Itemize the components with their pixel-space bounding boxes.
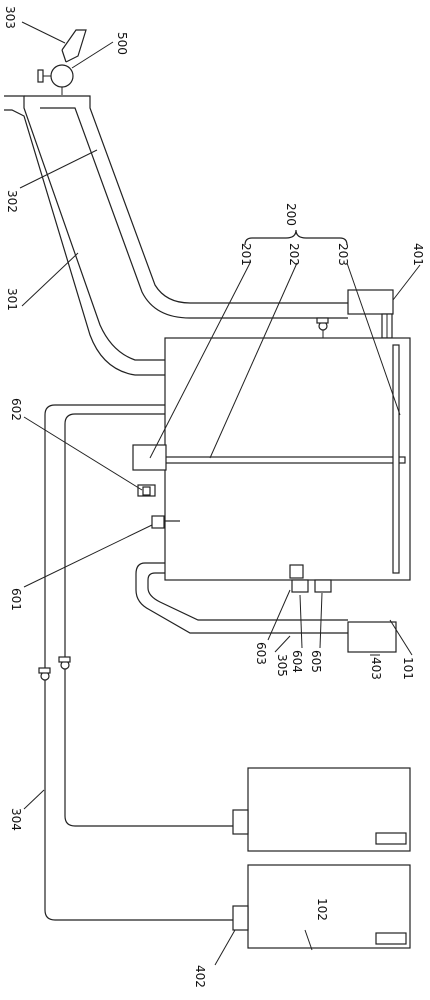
pipe-302: [24, 95, 348, 319]
sensors-bottom: [289, 564, 332, 593]
label-200: 200: [284, 203, 298, 226]
label-203: 203: [336, 243, 350, 266]
label-101: 101: [401, 657, 415, 680]
valve-500: [37, 64, 74, 95]
label-305: 305: [275, 654, 289, 677]
pump-401: [347, 289, 394, 340]
tank-upper: [232, 767, 411, 852]
label-401: 401: [411, 243, 425, 266]
label-605: 605: [309, 650, 323, 673]
pump-403: [347, 621, 397, 653]
label-303: 303: [3, 6, 17, 29]
label-603: 603: [254, 642, 268, 665]
label-301: 301: [5, 288, 19, 311]
label-500: 500: [115, 32, 129, 55]
valve-near-401: [316, 317, 329, 338]
label-403: 403: [369, 657, 383, 680]
funnel-303: [61, 29, 87, 63]
leader-lines: [19, 21, 421, 966]
label-602: 602: [9, 398, 23, 421]
label-302: 302: [5, 190, 19, 213]
label-201: 201: [239, 243, 253, 266]
pipe-304: [44, 404, 233, 921]
main-tank-101: [132, 337, 411, 581]
label-304: 304: [9, 808, 23, 831]
label-102: 102: [315, 898, 329, 921]
label-604: 604: [290, 650, 304, 673]
pipe-305: [135, 562, 348, 634]
valves-on-304: [38, 656, 71, 681]
labels: 303 500 302 301 200 201 202 203 401 602 …: [3, 6, 425, 988]
tank-102: [232, 864, 411, 949]
brace-200: [244, 229, 348, 246]
label-402: 402: [193, 965, 207, 988]
label-601: 601: [9, 588, 23, 611]
pipe-301: [4, 95, 165, 376]
label-202: 202: [287, 243, 301, 266]
